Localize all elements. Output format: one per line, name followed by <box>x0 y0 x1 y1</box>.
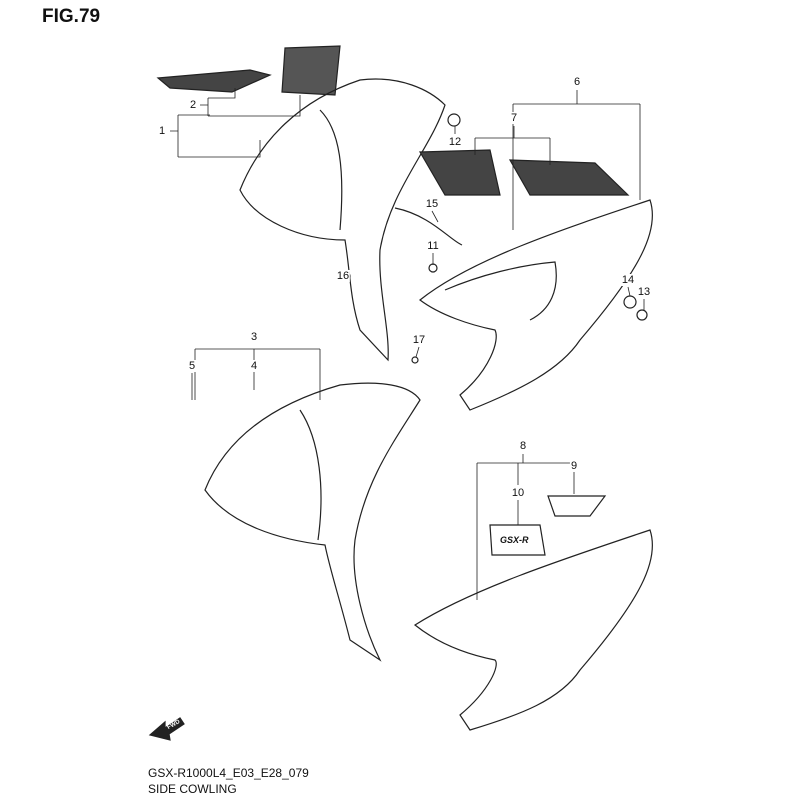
callout-8[interactable]: 8 <box>518 440 528 452</box>
cowling-upper-left <box>239 78 446 362</box>
part-11-screw <box>428 263 438 273</box>
callout-11[interactable]: 11 <box>426 240 440 252</box>
cowling-lower-right <box>419 199 654 411</box>
decal-part-2b <box>281 45 341 96</box>
decal-part-2a <box>156 69 272 93</box>
decal-part-10 <box>489 524 546 556</box>
fwd-arrow-icon <box>148 717 185 741</box>
callout-15[interactable]: 15 <box>424 198 440 210</box>
section-name: SIDE COWLING <box>148 782 237 796</box>
callout-5[interactable]: 5 <box>187 360 197 372</box>
callout-9[interactable]: 9 <box>569 460 579 472</box>
part-17-screw <box>411 356 419 364</box>
part-13-bolt <box>636 309 648 321</box>
callout-6[interactable]: 6 <box>572 76 582 88</box>
part-15-trim <box>394 207 463 246</box>
callout-12[interactable]: 12 <box>447 136 463 148</box>
callout-2[interactable]: 2 <box>188 99 198 111</box>
cowling-upper-right <box>204 382 421 662</box>
callout-3[interactable]: 3 <box>249 331 259 343</box>
callout-1[interactable]: 1 <box>157 125 167 137</box>
callout-10[interactable]: 10 <box>510 487 526 499</box>
part-14-grommet <box>623 295 637 309</box>
callout-13[interactable]: 13 <box>636 286 652 298</box>
decal-part-7b <box>508 159 630 196</box>
decal-text: GSX-R <box>500 535 529 545</box>
model-code: GSX-R1000L4_E03_E28_079 <box>148 766 309 780</box>
part-12-nut <box>447 113 461 127</box>
callout-14[interactable]: 14 <box>620 274 636 286</box>
figure-title: FIG.79 <box>42 6 101 27</box>
callout-17[interactable]: 17 <box>411 334 427 346</box>
leader-lines <box>170 88 645 600</box>
callout-7[interactable]: 7 <box>509 112 519 124</box>
cowling-lower-left <box>413 529 654 731</box>
decal-part-7a <box>418 149 501 196</box>
callout-16[interactable]: 16 <box>335 270 351 282</box>
callout-4[interactable]: 4 <box>249 360 259 372</box>
decal-part-9 <box>547 495 607 517</box>
